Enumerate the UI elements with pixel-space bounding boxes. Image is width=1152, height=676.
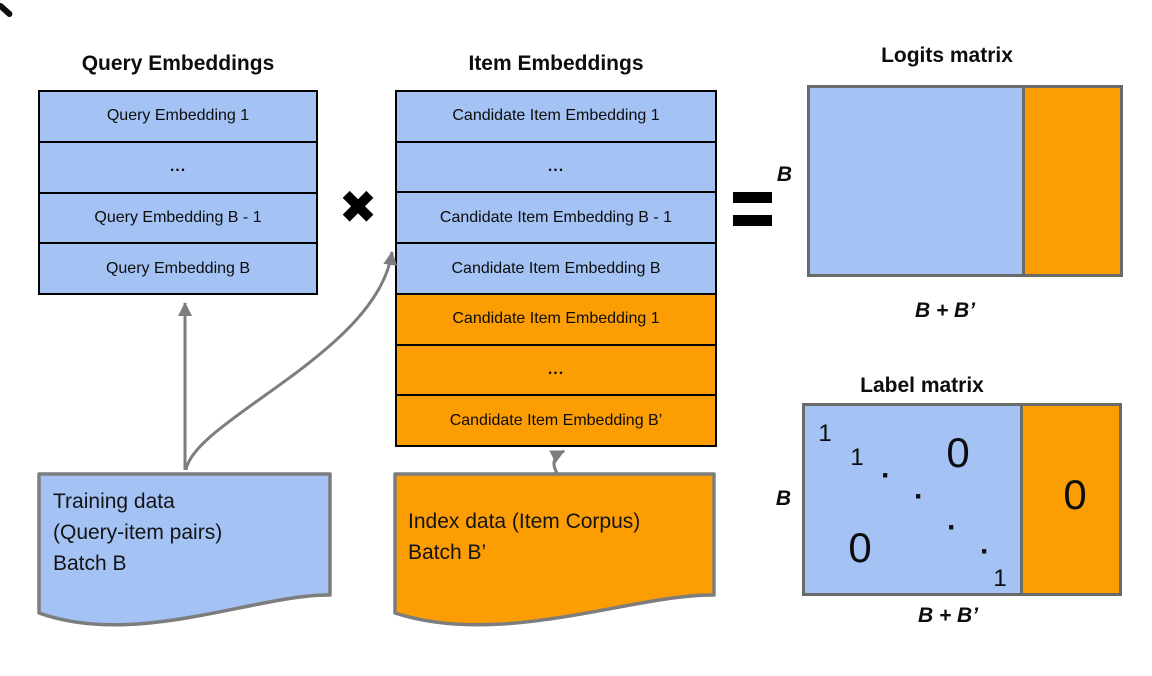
label-cell-one-2: 1 [850, 444, 864, 471]
item-embeddings-table: Candidate Item Embedding 1 ... Candidate… [395, 90, 717, 447]
logits-matrix [807, 85, 1123, 277]
multiply-icon: ✖ [338, 181, 378, 233]
logits-negatives-block [1022, 88, 1120, 274]
row-label: Query Embedding 1 [106, 107, 250, 125]
row-label: Candidate Item Embedding 1 [452, 107, 660, 125]
arrow-index-to-items [549, 449, 565, 474]
row-label: Query Embedding B - 1 [94, 208, 262, 226]
label-matrix-title: Label matrix [860, 374, 984, 397]
label-negatives-block [1020, 406, 1119, 593]
label-cell-dot-4: · [980, 535, 990, 568]
label-cell-zero-top-right: 0 [946, 429, 970, 476]
logits-rows-label: B [776, 163, 792, 186]
row-label: ... [169, 158, 187, 176]
index-data-doc: Index data (Item Corpus) Batch B’ [393, 472, 717, 632]
table-row: Candidate Item Embedding 1 [397, 92, 715, 143]
logits-cols-label: B + B’ [914, 299, 976, 322]
document-shape-icon [393, 472, 716, 627]
document-shape-icon [37, 472, 332, 627]
index-data-line: Index data (Item Corpus) [408, 510, 641, 533]
training-data-line: Batch B [53, 552, 127, 575]
label-cell-dot-2: · [914, 480, 924, 513]
query-embeddings-title: Query Embeddings [81, 52, 275, 75]
table-row: Candidate Item Embedding B [397, 244, 715, 295]
logits-matrix-title: Logits matrix [881, 44, 1013, 67]
item-embeddings-title: Item Embeddings [468, 52, 644, 75]
row-label: Candidate Item Embedding B’ [449, 411, 663, 429]
label-cell-zero-negatives: 0 [1063, 471, 1087, 518]
label-matrix: 1 1 · · · · 0 0 1 0 [802, 403, 1122, 596]
table-row: Query Embedding 1 [40, 92, 316, 143]
row-label: Candidate Item Embedding 1 [452, 310, 660, 328]
row-label: Candidate Item Embedding B - 1 [439, 208, 673, 226]
label-cell-dot-1: · [881, 459, 891, 492]
row-label: ... [547, 360, 565, 378]
row-label: Query Embedding B [105, 259, 251, 277]
label-rows-label: B [775, 487, 791, 510]
label-cols-label: B + B’ [917, 604, 979, 627]
table-row: ... [397, 345, 715, 397]
table-row: ... [40, 142, 316, 194]
table-row: Query Embedding B [40, 244, 316, 293]
index-data-line: Batch B’ [408, 541, 487, 564]
training-data-line: Training data [53, 490, 175, 513]
stray-corner-mark [0, 1, 14, 19]
table-row: Candidate Item Embedding 1 [397, 294, 715, 346]
table-row: Query Embedding B - 1 [40, 193, 316, 245]
label-cell-dot-3: · [947, 511, 957, 544]
label-cell-one-1: 1 [818, 420, 832, 447]
training-data-text: Training data (Query-item pairs) Batch B [53, 486, 323, 579]
table-row: ... [397, 142, 715, 194]
row-label: ... [547, 158, 565, 176]
training-data-line: (Query-item pairs) [53, 521, 223, 544]
label-cell-zero-bottom-left: 0 [848, 524, 872, 571]
label-cell-one-3: 1 [993, 565, 1007, 592]
equals-icon [733, 192, 772, 226]
table-row: Candidate Item Embedding B - 1 [397, 193, 715, 245]
row-label: Candidate Item Embedding B [451, 259, 661, 277]
index-data-text: Index data (Item Corpus) Batch B’ [408, 506, 708, 568]
training-data-doc: Training data (Query-item pairs) Batch B [37, 472, 333, 632]
table-row: Candidate Item Embedding B’ [397, 396, 715, 446]
query-embeddings-table: Query Embedding 1 ... Query Embedding B … [38, 90, 318, 295]
